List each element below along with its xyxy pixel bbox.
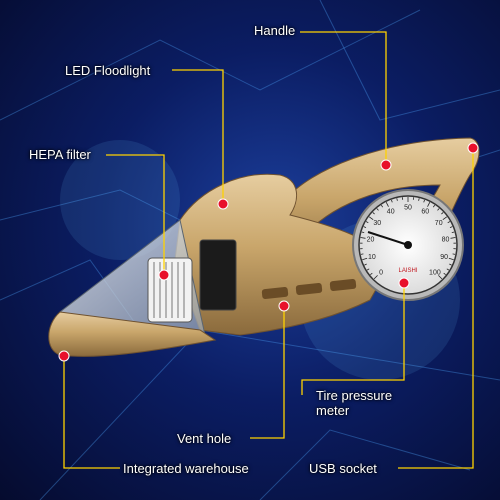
callout-line-led [172,69,224,204]
gauge-scale-label: 0 [379,269,383,276]
gauge-tick [423,199,425,203]
gauge-ticks [359,197,457,280]
gauge-tick [373,275,378,280]
gauge-tick [427,202,431,207]
gauge-scale-label: 60 [421,209,429,216]
marker-tire [398,277,410,289]
gauge-scale-label: 70 [435,220,443,227]
gauge-scale-label: 90 [440,254,448,261]
callout-label-hepa-filter: HEPA filter [29,147,91,162]
gauge-tick [447,221,451,224]
gauge-tick [360,237,366,239]
gauge-tick [391,199,393,203]
gauge-tick [385,202,389,207]
gauge-tick [443,272,446,276]
gauge-scale-label: 100 [429,269,441,276]
gauge-scale-label: 50 [404,205,412,212]
callout-label-handle: Handle [254,23,296,38]
gauge-tick [364,263,367,266]
gauge-scale-labels: 0 10 20 30 40 50 60 70 80 90 100 [367,205,450,277]
pressure-gauge: 0 10 20 30 40 50 60 70 80 90 100 LAISHI [352,189,464,301]
marker-hepa [158,269,170,281]
marker-led [217,198,229,210]
side-panel [199,239,237,311]
gauge-scale-label: 30 [373,220,381,227]
gauge-tick [418,198,420,201]
gauge-tick [376,208,379,211]
callout-line-usb [398,148,474,469]
vent-slots [261,278,357,300]
gauge-tick [366,268,370,271]
gauge-tick [363,226,367,228]
gauge-tick [396,198,398,201]
gauge-tick [437,208,440,211]
gauge-scale-label: 10 [368,254,376,261]
gauge-tick [372,212,375,215]
gauge-tick [362,257,368,261]
nozzle-tip [48,311,217,357]
gauge-tick [368,216,374,221]
gauge-tick [432,204,436,208]
gauge-tick [450,237,456,239]
callout-line-hepa [106,154,165,275]
gauge-scale-label: 80 [442,237,450,244]
marker-handle [380,159,392,171]
gauge-tick [449,226,453,228]
callout-label-vent-hole: Vent hole [177,431,232,446]
gauge-tick [361,231,365,233]
gauge-tick [449,263,452,266]
gauge-tick [442,216,448,221]
marker-vent [278,300,290,312]
callout-label-integrated-warehouse: Integrated warehouse [123,461,249,476]
marker-warehouse [58,350,70,362]
gauge-scale-label: 20 [367,237,375,244]
gauge-needle [367,231,409,246]
gauge-tick [370,272,373,276]
hepa-filter-graphic [147,257,193,323]
gauge-scale-label: 40 [387,209,395,216]
callout-label-usb-socket: USB socket [309,461,377,476]
callout-label-led-floodlight: LED Floodlight [65,63,151,78]
gauge-tick [438,275,443,280]
gauge-tick [441,212,444,215]
callout-line-vent [250,306,285,439]
callout-label-tire-pressure-meter: Tire pressure meter [316,388,393,418]
gauge-tick [360,253,364,255]
gauge-tick [446,268,450,271]
callout-line-handle [300,31,387,165]
gauge-tick [380,204,384,208]
marker-dots [58,142,479,362]
callout-line-warehouse [63,356,120,469]
callout-line-tire [301,283,405,395]
gauge-brand: LAISHI [398,268,417,274]
callout-lines [63,31,474,469]
gauge-tick [451,231,455,233]
gauge-tick [448,257,454,261]
gauge-tick [365,221,369,224]
gauge-tick [452,253,456,255]
gauge-hub [404,241,412,249]
marker-usb [467,142,479,154]
